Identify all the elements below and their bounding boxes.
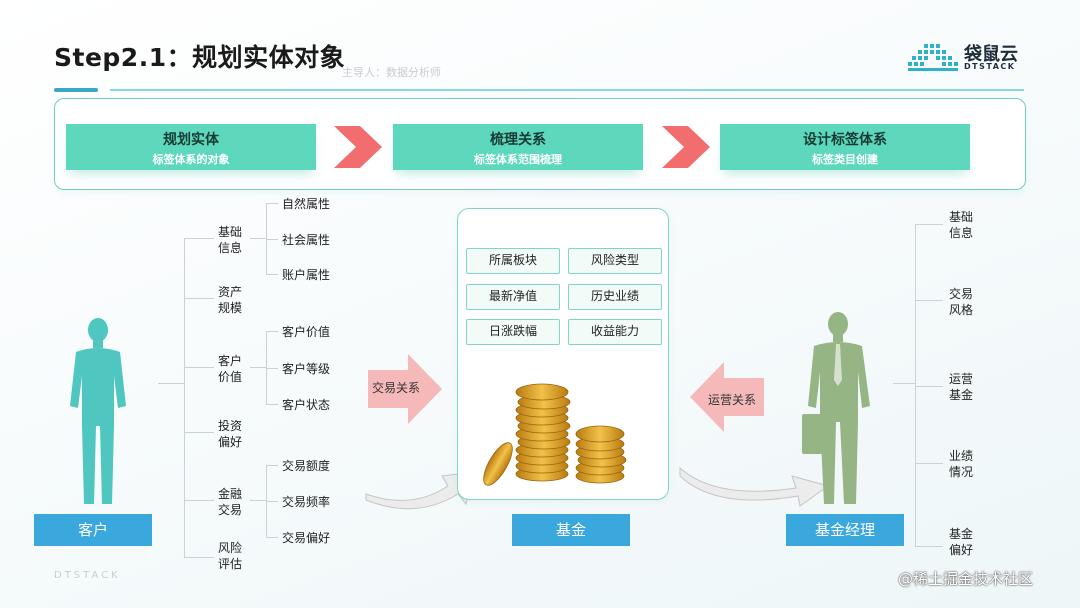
customer-subcategory: 账户属性: [282, 268, 331, 282]
tree-connector: [250, 367, 266, 368]
tree-connector: [184, 500, 214, 501]
fund-tag: 日涨跌幅: [466, 319, 560, 345]
tree-connector: [266, 331, 267, 404]
chevron-right-icon: [334, 126, 382, 168]
step-subtitle: 标签体系范围梳理: [474, 153, 562, 166]
customer-category: 金融交易: [217, 487, 242, 517]
fund-label-box: 基金: [512, 514, 630, 546]
fund-tag: 最新净值: [466, 284, 560, 310]
tree-connector: [250, 500, 266, 501]
cloud-logo-icon: [908, 44, 958, 71]
tree-connector: [250, 238, 266, 239]
step-plan-entity: 规划实体 标签体系的对象: [66, 124, 316, 170]
tree-connector: [184, 432, 214, 433]
customer-subcategory: 交易额度: [282, 459, 331, 473]
arrow-right-icon: [368, 354, 442, 424]
relation-label-operation: 运营关系: [708, 393, 757, 407]
coin-stack-icon: [483, 383, 627, 486]
fund-tag: 收益能力: [568, 319, 662, 345]
customer-subcategory: 交易频率: [282, 495, 331, 509]
step-title: 规划实体: [163, 132, 219, 148]
manager-label-box: 基金经理: [786, 514, 904, 546]
customer-subcategory: 客户等级: [282, 362, 331, 376]
step-sort-relations: 梳理关系 标签体系范围梳理: [393, 124, 643, 170]
step-subtitle: 标签体系的对象: [152, 153, 230, 166]
customer-category: 风险评估: [217, 541, 242, 571]
customer-category: 资产规模: [217, 285, 242, 315]
tree-connector: [158, 383, 184, 384]
tree-connector: [266, 368, 278, 369]
footer-brand: DTSTACK: [54, 570, 121, 581]
tree-connector: [915, 224, 916, 546]
manager-category: 运营基金: [948, 372, 973, 402]
relation-label-trade: 交易关系: [372, 381, 421, 395]
presenter-label: 主导人：数据分析师: [342, 66, 441, 79]
fund-tag: 风险类型: [568, 248, 662, 274]
customer-person-icon: [70, 318, 126, 504]
tree-connector: [266, 501, 278, 502]
customer-subcategory: 交易偏好: [282, 531, 331, 545]
watermark: @稀土掘金技术社区: [898, 570, 1034, 588]
customer-subcategory: 社会属性: [282, 233, 331, 247]
logo-english-name: DTSTACK: [964, 62, 1016, 71]
chevron-right-icon: [662, 126, 710, 168]
tree-connector: [184, 557, 214, 558]
manager-category: 业绩情况: [948, 449, 973, 479]
tree-connector: [266, 331, 278, 332]
tree-connector: [915, 386, 943, 387]
customer-category: 客户价值: [217, 354, 242, 384]
customer-subcategory: 客户价值: [282, 325, 331, 339]
customer-category: 投资偏好: [217, 419, 242, 449]
customer-label-box: 客户: [34, 514, 152, 546]
step-design-tag-system: 设计标签体系 标签类目创建: [720, 124, 970, 170]
fund-tag: 所属板块: [466, 248, 560, 274]
customer-category: 基础信息: [217, 225, 242, 255]
manager-category: 基金偏好: [948, 527, 973, 557]
title-accent-bar: [54, 88, 98, 92]
tree-connector: [915, 224, 943, 225]
tree-connector: [915, 463, 943, 464]
curved-arrow-icon: [679, 466, 830, 507]
tree-connector: [266, 203, 278, 204]
tree-connector: [266, 203, 267, 274]
page-title: Step2.1：规划实体对象: [54, 43, 346, 72]
company-logo: 袋鼠云 DTSTACK: [906, 40, 1028, 76]
tree-connector: [184, 238, 185, 558]
tree-connector: [893, 383, 915, 384]
tree-connector: [184, 367, 214, 368]
title-divider: [110, 89, 1024, 91]
tree-connector: [184, 238, 214, 239]
fund-tag: 历史业绩: [568, 284, 662, 310]
tree-connector: [184, 298, 214, 299]
manager-category: 基础信息: [948, 210, 973, 240]
arrow-left-icon: [690, 362, 764, 432]
customer-subcategory: 自然属性: [282, 197, 331, 211]
manager-category: 交易风格: [948, 287, 973, 317]
tree-connector: [266, 465, 278, 466]
tree-connector: [915, 546, 943, 547]
step-title: 梳理关系: [490, 132, 546, 148]
tree-connector: [266, 274, 278, 275]
manager-person-icon: [802, 312, 870, 504]
step-title: 设计标签体系: [803, 132, 887, 148]
step-subtitle: 标签类目创建: [812, 153, 878, 166]
logo-chinese-name: 袋鼠云: [964, 44, 1018, 65]
tree-connector: [915, 300, 943, 301]
tree-connector: [266, 404, 278, 405]
tree-connector: [266, 537, 278, 538]
tree-connector: [266, 239, 278, 240]
customer-subcategory: 客户状态: [282, 398, 331, 412]
